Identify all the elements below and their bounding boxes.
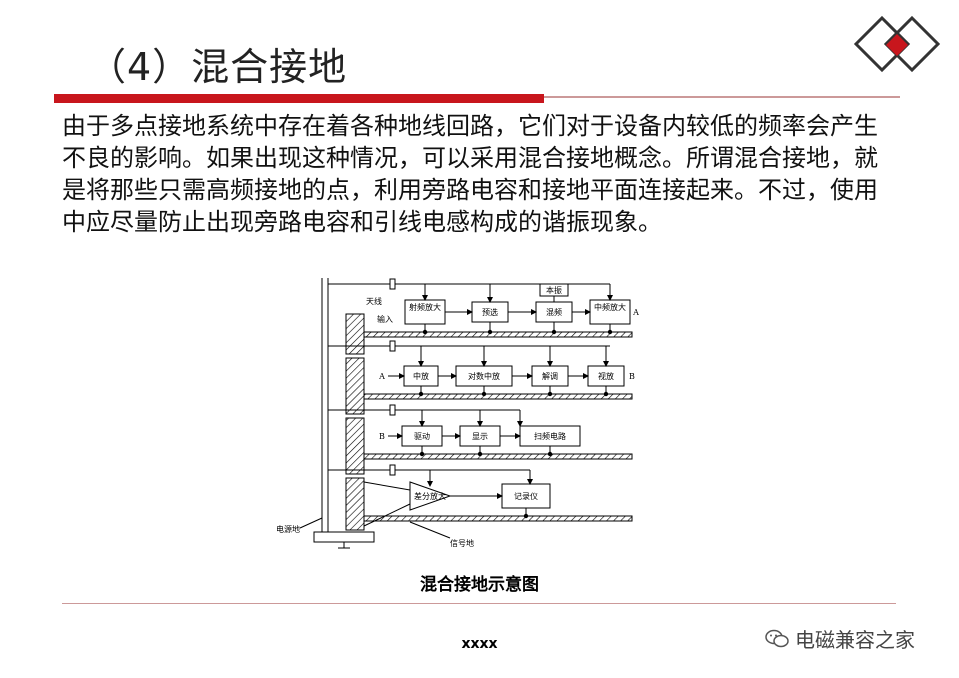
marker-a-in: A: [378, 372, 385, 381]
slide-title: （4）混合接地: [88, 45, 348, 89]
block-if-amp: 中频放大: [594, 302, 626, 312]
title-underline-thin: [544, 96, 900, 98]
block-demod: 解调: [542, 371, 558, 381]
marker-a-out: A: [632, 308, 639, 317]
watermark: 电磁兼容之家: [765, 624, 915, 653]
block-sweep: 扫频电路: [534, 431, 566, 441]
block-log-if: 对数中放: [468, 371, 500, 381]
footer-divider: [62, 603, 896, 604]
block-recorder: 记录仪: [514, 492, 538, 501]
mixed-ground-diagram: 天线 输入 射频放大 预选 混频 中频放大 本振 A A 中放 对数中放 解调 …: [276, 278, 639, 549]
wechat-icon: [765, 629, 789, 647]
label-signal-ground: 信号地: [450, 538, 474, 548]
block-driver: 驱动: [414, 431, 430, 441]
block-diff-amp: 差分放大: [414, 491, 446, 501]
block-if: 中放: [413, 371, 429, 381]
title-underline-red: [54, 94, 544, 103]
block-preselect: 预选: [482, 307, 498, 317]
figure-caption: 混合接地示意图: [420, 575, 539, 595]
block-video-amp: 视放: [598, 371, 614, 381]
watermark-text: 电磁兼容之家: [795, 628, 915, 652]
logo-icon: [853, 15, 941, 73]
block-local-osc: 本振: [546, 285, 562, 295]
marker-b-in: B: [379, 432, 385, 441]
marker-b-out: B: [629, 372, 635, 381]
label-input: 输入: [377, 314, 393, 324]
footer-text: xxxx: [461, 636, 498, 652]
block-display: 显示: [472, 432, 488, 441]
paragraph-text: 由于多点接地系统中存在着各种地线回路，它们对于设备内较低的频率会产生不良的影响。…: [62, 112, 878, 236]
label-antenna: 天线: [366, 296, 382, 306]
body-paragraph: 由于多点接地系统中存在着各种地线回路，它们对于设备内较低的频率会产生不良的影响。…: [62, 110, 892, 238]
block-rf-amp: 射频放大: [409, 302, 441, 312]
label-power-ground: 电源地: [276, 524, 300, 534]
block-mixer: 混频: [546, 307, 562, 317]
